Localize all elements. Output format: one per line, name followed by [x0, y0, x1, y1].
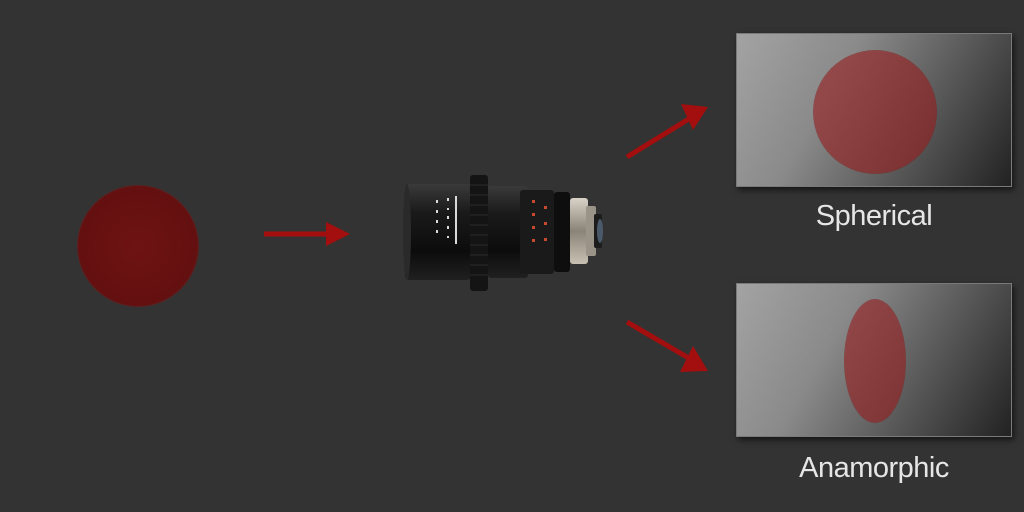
- anamorphic-ellipse: [845, 300, 905, 422]
- anamorphic-label: Anamorphic: [799, 452, 949, 484]
- source-circle: [78, 186, 198, 306]
- spherical-output-panel: [736, 33, 1012, 187]
- arrow-icon: [625, 104, 708, 160]
- spherical-label: Spherical: [815, 200, 933, 232]
- anamorphic-output-panel: [736, 283, 1012, 437]
- camera-lens-icon: [403, 175, 603, 291]
- arrow-icon: [625, 319, 708, 372]
- arrow-icon: [264, 222, 350, 246]
- spherical-circle: [814, 51, 936, 173]
